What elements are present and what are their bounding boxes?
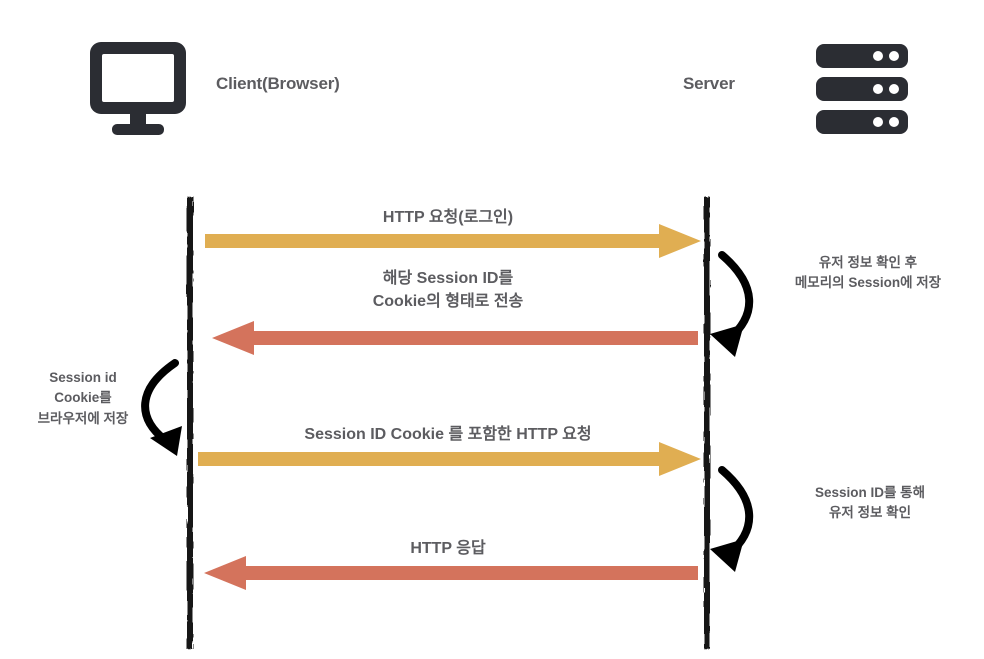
note-label-2: Session id Cookie를 브라우저에 저장 [37,370,129,426]
message-label-2: 해당 Session ID를 Cookie의 형태로 전송 [372,270,524,311]
lifeline-client [187,197,193,649]
message-label-4: HTTP 응답 [410,540,486,557]
curved-down-arrow-left-2 [141,359,182,456]
curved-down-arrow-right-1 [710,251,754,357]
message-label-3: Session ID Cookie 를 포함한 HTTP 요청 [304,426,592,443]
note-label-3: Session ID를 통해 유저 정보 확인 [814,485,926,521]
actor-label-client: Client(Browser) [216,74,340,93]
lifeline-server [704,197,710,649]
message-arrow-3 [198,442,701,476]
server-rack-icon [816,44,908,134]
message-arrow-1 [205,224,701,258]
actor-label-server: Server [683,74,735,93]
curved-down-arrow-right-3 [710,466,754,572]
message-arrow-4 [204,556,698,590]
message-label-1: HTTP 요청(로그인) [382,209,514,226]
note-label-1: 유저 정보 확인 후 메모리의 Session에 저장 [794,255,942,291]
monitor-icon [88,40,188,135]
message-arrow-2 [212,321,698,355]
